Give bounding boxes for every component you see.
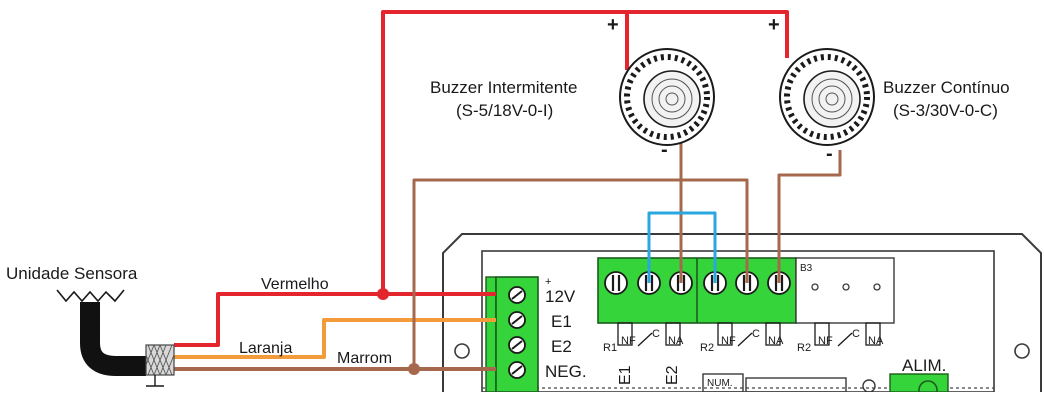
red-junction <box>377 288 389 300</box>
buzzer-1-minus: - <box>661 139 668 161</box>
buzzer-1-grille <box>624 54 710 140</box>
sensor-wave-icon <box>56 289 125 303</box>
relay-1-switch <box>637 332 653 347</box>
relay-screw-slots <box>611 275 784 291</box>
small-hole <box>862 379 876 393</box>
sensor-unit: Unidade Sensora <box>6 264 175 387</box>
wire-red-sensor <box>174 292 496 347</box>
relay-1-na: NA <box>668 335 684 347</box>
relay-1-na-box <box>665 322 681 346</box>
wires <box>174 10 842 371</box>
relay-screw-1 <box>604 271 628 295</box>
buzzer-1-ring-3 <box>665 92 679 106</box>
sensor-cable <box>80 302 146 376</box>
wire-orange-label: Laranja <box>239 340 292 357</box>
terminal-label-12v: 12V <box>545 287 576 306</box>
mount-hole-right <box>1014 343 1030 359</box>
b3-pin-2 <box>842 283 850 291</box>
buzzer-intermitente: + - Buzzer Intermitente (S-5/18V-0-I) <box>430 14 715 161</box>
relay-3-id: R2 <box>797 342 811 354</box>
relay-terminals: B3 <box>597 257 895 324</box>
relay-3-c: C <box>852 328 860 340</box>
relay-2-na: NA <box>768 335 784 347</box>
relay-1-nf: NF <box>621 335 636 347</box>
buzzer-1-plus: + <box>607 14 619 36</box>
buzzer-1-model: (S-5/18V-0-I) <box>456 101 553 120</box>
relay-2-id: R2 <box>700 342 714 354</box>
terminal-label-neg: NEG. <box>545 362 587 381</box>
b3-pin-1 <box>811 283 819 291</box>
num-component-body <box>745 377 847 393</box>
relay-3-nf-box <box>814 322 830 346</box>
cable-shield-hatch <box>145 344 175 376</box>
buzzer-continuo: + - Buzzer Contínuo (S-3/30V-0-C) <box>768 14 1010 165</box>
alim-screw <box>918 380 938 397</box>
mount-hole-left <box>454 343 470 359</box>
buzzer-2-ring-2 <box>818 85 846 113</box>
wire-brown-buzzer-2 <box>777 150 842 283</box>
relay-labels: R1 NF C NA R2 NF C NA R2 NF C NA E1 E2 N… <box>603 328 946 389</box>
buzzer-1-ring-2 <box>658 85 686 113</box>
b3-pin-3 <box>873 283 881 291</box>
wire-brown-common <box>412 178 749 369</box>
wire-red-buzzers <box>381 10 789 294</box>
terminal-label-e1: E1 <box>551 312 572 331</box>
relay-1-nf-box <box>617 322 633 346</box>
buzzer-2-minus: - <box>826 143 833 165</box>
board-e1-label: E1 <box>617 365 634 385</box>
buzzer-2-ring-3 <box>825 92 839 106</box>
relay-3-na-box <box>865 322 881 346</box>
buzzer-2-grille <box>784 54 870 140</box>
terminal-label-e2: E2 <box>551 337 572 356</box>
wire-red-label: Vermelho <box>261 276 329 293</box>
relay-2-nf: NF <box>721 335 736 347</box>
relay-1-c: C <box>652 328 660 340</box>
buzzer-1-name: Buzzer Intermitente <box>430 78 577 97</box>
buzzer-1-ring-1 <box>651 78 693 120</box>
buzzer-2-plus: + <box>768 14 780 36</box>
input-terminal-block: + 12V E1 E2 NEG. <box>485 276 587 393</box>
relay-2-switch <box>737 332 753 347</box>
wire-jumper <box>647 211 717 283</box>
board-e2-label: E2 <box>664 365 681 385</box>
sensor-label: Unidade Sensora <box>6 264 138 283</box>
wire-orange <box>174 318 496 359</box>
brown-junction <box>408 363 420 375</box>
relay-1-id: R1 <box>603 342 617 354</box>
terminal-plus-mark: + <box>545 276 551 288</box>
relay-3-na: NA <box>868 335 884 347</box>
relay-3-nf: NF <box>818 335 833 347</box>
num-label: NUM. <box>707 378 733 389</box>
relay-3-switch <box>837 332 853 347</box>
relay-2-c: C <box>752 328 760 340</box>
relay-2-na-box <box>765 322 781 346</box>
relay-2-nf-box <box>717 322 733 346</box>
buzzer-2-ring-1 <box>811 78 853 120</box>
alim-label: ALIM. <box>902 356 946 375</box>
board-enclosure <box>442 233 1042 392</box>
buzzer-2-name: Buzzer Contínuo <box>883 78 1010 97</box>
b3-label: B3 <box>800 263 813 274</box>
relay-symbols <box>617 322 881 347</box>
buzzer-2-model: (S-3/30V-0-C) <box>893 101 998 120</box>
wire-brown-label: Marrom <box>337 350 392 367</box>
